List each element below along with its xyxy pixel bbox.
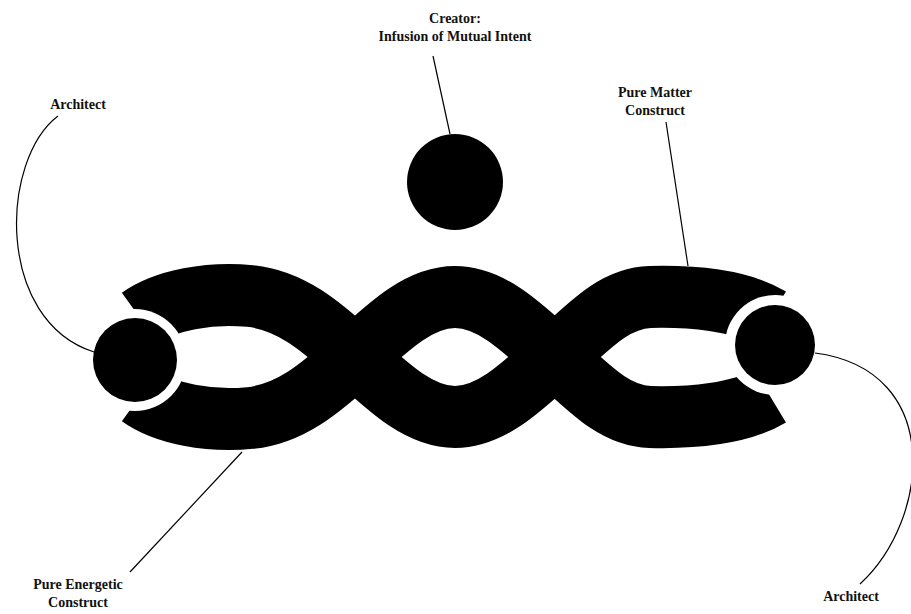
leader-line: [666, 122, 688, 266]
leader-line: [130, 452, 242, 572]
callout-label: Architect: [823, 588, 879, 606]
leader-line: [433, 56, 450, 134]
callout-label: Creator: Infusion of Mutual Intent: [379, 10, 532, 46]
callout-label: Pure Energetic Construct: [16, 576, 140, 612]
twisted-bands: [140, 295, 770, 419]
architect-circle: [735, 305, 815, 385]
callout-label: Pure Matter Construct: [603, 84, 707, 120]
band-strand: [140, 297, 770, 419]
circle-gap: [725, 295, 825, 395]
circle-gap: [84, 309, 186, 411]
architect-circle: [93, 318, 177, 402]
leader-lines: [17, 56, 911, 584]
label-line: Creator:: [379, 10, 532, 28]
creator-circle: [407, 134, 503, 230]
leader-line: [815, 353, 911, 584]
callout-label: Architect: [50, 96, 106, 114]
label-line: Infusion of Mutual Intent: [379, 28, 532, 46]
leader-line: [17, 116, 94, 352]
